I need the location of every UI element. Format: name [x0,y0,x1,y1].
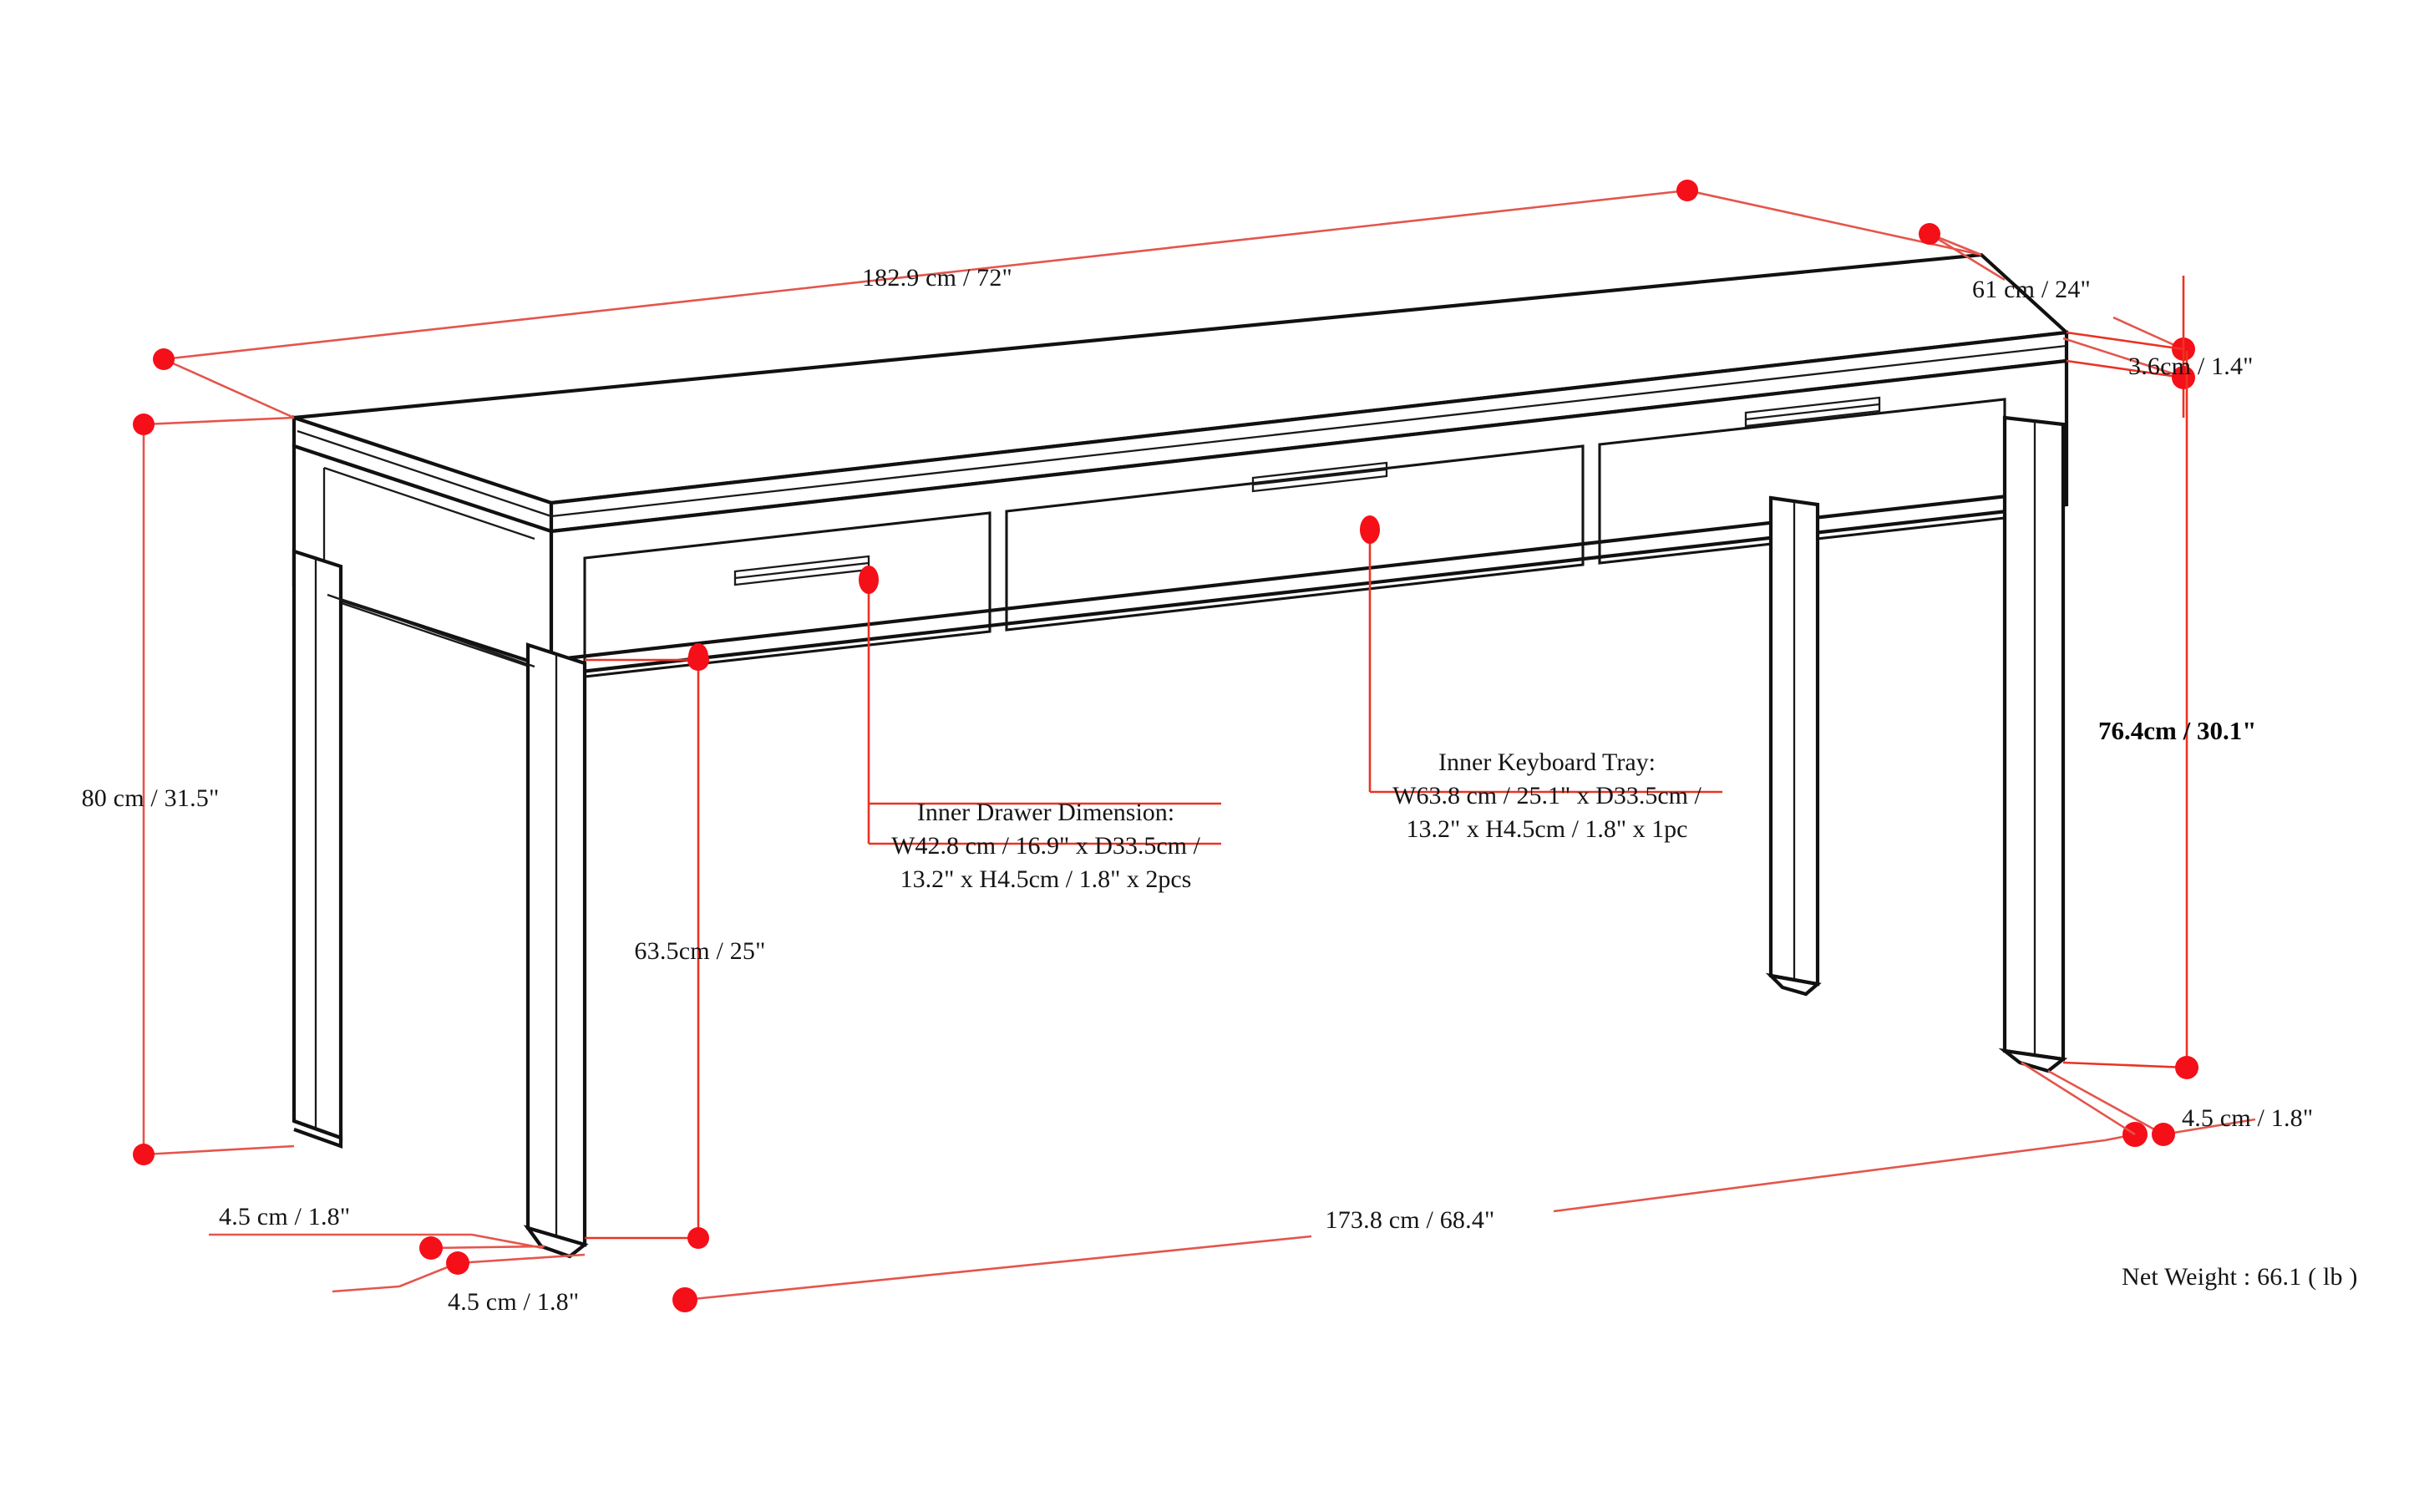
dim-base-width [672,1122,2148,1312]
leader-drawer-note [859,566,1221,845]
dim-top-thickness [2066,276,2195,418]
leader-keyboard-note [1360,515,1722,794]
dim-leg-thickness-right [2021,1061,2256,1146]
desk-illustration [292,252,2071,1259]
note-drawer-line2: W42.8 cm / 16.9" x D33.5cm / [891,832,1200,860]
note-inner-keyboard-tray: Inner Keyboard Tray: W63.8 cm / 25.1" x … [1392,748,1701,843]
label-top-width: 182.9 cm / 72" [862,264,1012,292]
note-keyboard-title: Inner Keyboard Tray: [1438,748,1656,776]
label-leg-clearance: 63.5cm / 25" [634,937,765,965]
side-apron-left [327,593,535,668]
note-drawer-title: Inner Drawer Dimension: [917,799,1174,826]
label-top-depth: 61 cm / 24" [1972,276,2091,303]
leg-back-left [292,549,343,1149]
label-base-width: 173.8 cm / 68.4" [1326,1206,1495,1234]
note-drawer-line3: 13.2" x H4.5cm / 1.8" x 2pcs [900,865,1192,893]
label-leg-thickness-front: 4.5 cm / 1.8" [448,1288,579,1316]
dim-apron-height [2062,351,2198,1079]
apron-band [292,358,2069,677]
dimension-labels: 182.9 cm / 72" 61 cm / 24" 3.6cm / 1.4" … [82,264,2314,1316]
note-keyboard-line3: 13.2" x H4.5cm / 1.8" x 1pc [1407,815,1688,843]
net-weight-label: Net Weight : 66.1 ( lb ) [2122,1263,2358,1291]
label-apron-height: 76.4cm / 30.1" [2098,716,2256,745]
dim-overall-height [133,414,295,1165]
apron-reference-dot [688,643,708,670]
leg-back-right [1765,495,1822,997]
label-overall-height: 80 cm / 31.5" [82,784,220,812]
dimension-lines [133,180,2256,1312]
note-inner-drawer: Inner Drawer Dimension: W42.8 cm / 16.9"… [891,799,1200,893]
dim-leg-thickness-left [209,1233,545,1260]
leg-front-left [523,642,589,1259]
label-leg-thickness-right: 4.5 cm / 1.8" [2182,1104,2313,1132]
dim-leg-thickness-front [332,1251,586,1293]
label-leg-thickness-left: 4.5 cm / 1.8" [219,1203,350,1230]
label-top-thickness: 3.6cm / 1.4" [2128,353,2254,380]
note-keyboard-line2: W63.8 cm / 25.1" x D33.5cm / [1392,782,1701,809]
leg-front-right [1998,415,2068,1073]
